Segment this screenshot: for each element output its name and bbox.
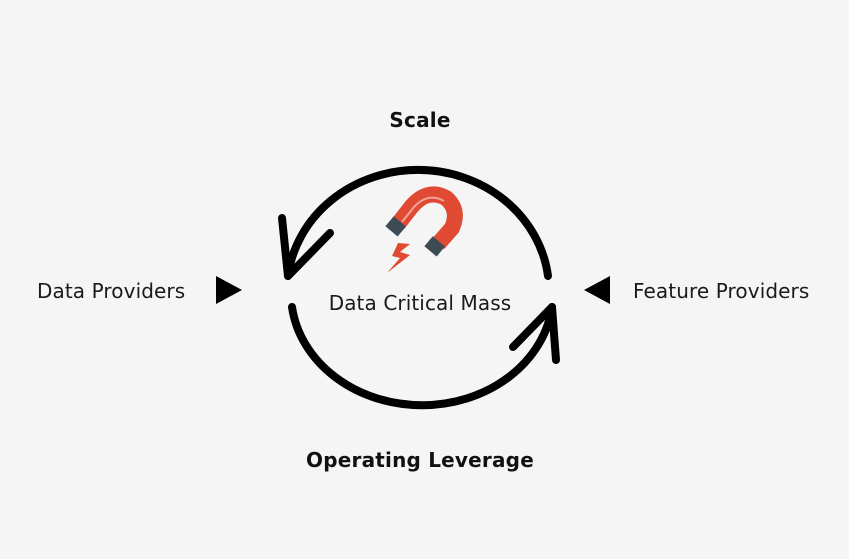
bottom-cycle-arc [288,303,556,410]
triangle-right-icon [216,276,242,304]
bottom-arc-arrowhead [509,303,560,364]
top-cycle-arc [284,165,552,280]
top-arc-arrowhead [278,214,334,280]
bottom-label-operating-leverage: Operating Leverage [306,448,534,472]
left-label-data-providers: Data Providers [37,279,186,303]
triangle-left-icon [584,276,610,304]
right-label-feature-providers: Feature Providers [633,279,810,303]
magnet-icon [385,186,463,273]
top-label-scale: Scale [389,108,451,132]
center-label-data-critical-mass: Data Critical Mass [328,291,512,315]
